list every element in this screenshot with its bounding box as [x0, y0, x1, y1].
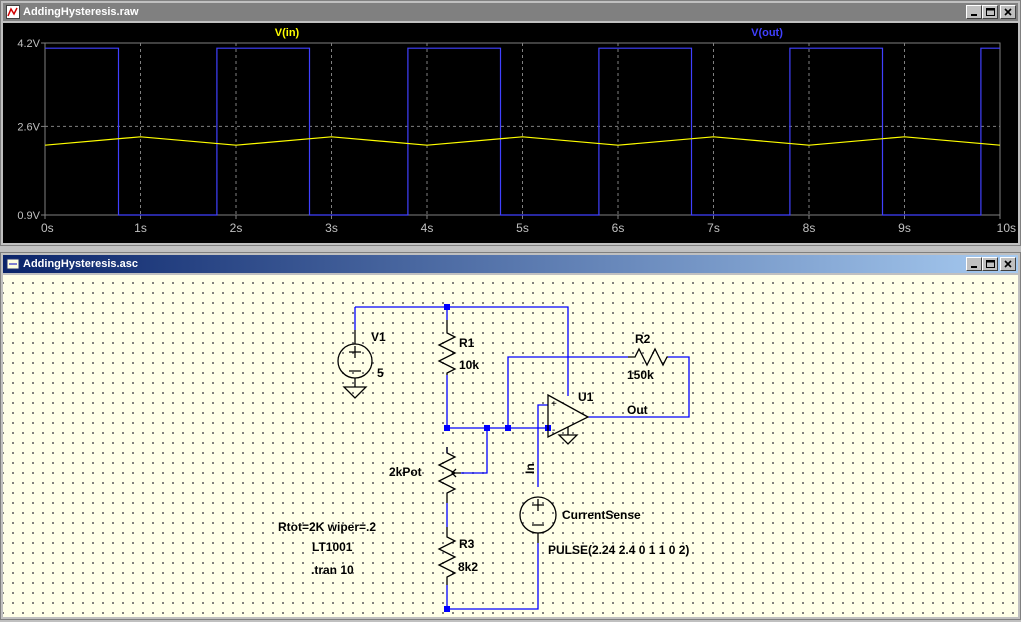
waveform-titlebar[interactable]: AddingHysteresis.raw	[3, 3, 1018, 21]
resistor-r3[interactable]	[437, 527, 457, 585]
trace-vout[interactable]	[45, 47, 1000, 216]
tran-directive[interactable]: .tran 10	[311, 563, 354, 577]
wire-junction	[505, 425, 511, 431]
close-button[interactable]	[1000, 5, 1016, 19]
minimize-icon	[971, 266, 977, 268]
r3-value[interactable]: 8k2	[458, 560, 478, 574]
maximize-button[interactable]	[982, 257, 998, 271]
x-tick-label: 1s	[134, 221, 147, 235]
x-tick-label: 5s	[516, 221, 529, 235]
potentiometer-2kpot[interactable]	[437, 447, 457, 503]
y-tick-label: 2.6V	[17, 121, 40, 133]
opamp-plus-pin: +	[551, 399, 557, 410]
x-tick-label: 2s	[230, 221, 243, 235]
r1-name[interactable]: R1	[459, 336, 475, 350]
close-button[interactable]	[1000, 257, 1016, 271]
pot-name[interactable]: 2kPot	[389, 465, 422, 479]
minimize-button[interactable]	[966, 257, 982, 271]
waveform-window-title: AddingHysteresis.raw	[23, 6, 139, 18]
out-net-label[interactable]: Out	[627, 403, 648, 417]
wire-junction	[444, 425, 450, 431]
currentsense-name[interactable]: CurrentSense	[562, 508, 641, 522]
close-icon	[1004, 260, 1012, 268]
resistor-r1[interactable]	[437, 320, 457, 375]
wire[interactable]	[507, 356, 628, 428]
wire[interactable]	[461, 428, 488, 474]
x-tick-label: 6s	[612, 221, 625, 235]
r3-name[interactable]: R3	[459, 537, 475, 551]
x-tick-label: 8s	[803, 221, 816, 235]
maximize-icon	[985, 260, 995, 268]
schematic-canvas[interactable]: V1 5 R1 10k R2 150k U1 Out In 2kPot R3 8…	[3, 275, 1018, 622]
r2-name[interactable]: R2	[635, 332, 651, 346]
schematic-window-title: AddingHysteresis.asc	[23, 258, 138, 270]
trace-label[interactable]: V(out)	[751, 27, 783, 39]
r2-value[interactable]: 150k	[627, 368, 654, 382]
schematic-drawing[interactable]: V1 5 R1 10k R2 150k U1 Out In 2kPot R3 8…	[3, 275, 1018, 622]
x-tick-label: 9s	[898, 221, 911, 235]
wire[interactable]	[355, 306, 569, 379]
opamp-u1[interactable]	[547, 393, 590, 445]
wire-junction	[484, 425, 490, 431]
maximize-button[interactable]	[982, 5, 998, 19]
trace-vin[interactable]	[44, 136, 1001, 146]
r1-value[interactable]: 10k	[459, 358, 479, 372]
x-tick-label: 10s	[997, 221, 1016, 235]
schematic-titlebar[interactable]: AddingHysteresis.asc	[3, 255, 1018, 273]
trace-label[interactable]: V(in)	[275, 27, 300, 39]
pot-params[interactable]: Rtot=2K wiper=.2	[278, 520, 376, 534]
voltage-source-v1[interactable]	[337, 330, 373, 399]
opamp-model[interactable]: LT1001	[312, 540, 353, 554]
wire[interactable]	[447, 543, 539, 610]
currentsense-value[interactable]: PULSE(2.24 2.4 0 1 1 0 2)	[548, 543, 689, 557]
x-tick-label: 7s	[707, 221, 720, 235]
maximize-icon	[985, 8, 995, 16]
y-tick-label: 0.9V	[17, 210, 40, 222]
voltage-source-currentsense[interactable]	[519, 496, 557, 543]
wire-junction	[444, 304, 450, 310]
x-tick-label: 3s	[325, 221, 338, 235]
wire[interactable]	[588, 356, 690, 418]
minimize-icon	[971, 14, 977, 16]
v1-value[interactable]: 5	[377, 366, 384, 380]
schematic-app-icon	[6, 257, 20, 271]
x-tick-label: 0s	[41, 221, 54, 235]
y-tick-label: 4.2V	[17, 38, 40, 50]
wire[interactable]	[537, 404, 548, 487]
wire-junction	[444, 606, 450, 612]
minimize-button[interactable]	[966, 5, 982, 19]
x-tick-label: 4s	[421, 221, 434, 235]
pot-wiper-arrow	[451, 468, 461, 478]
u1-name[interactable]: U1	[578, 390, 594, 404]
opamp-minus-pin: -	[552, 425, 555, 436]
resistor-r2[interactable]	[628, 347, 668, 367]
schematic-window: AddingHysteresis.asc	[0, 252, 1021, 622]
close-icon	[1004, 8, 1012, 16]
waveform-app-icon	[6, 5, 20, 19]
v1-name[interactable]: V1	[371, 330, 386, 344]
in-net-label[interactable]: In	[523, 463, 537, 474]
